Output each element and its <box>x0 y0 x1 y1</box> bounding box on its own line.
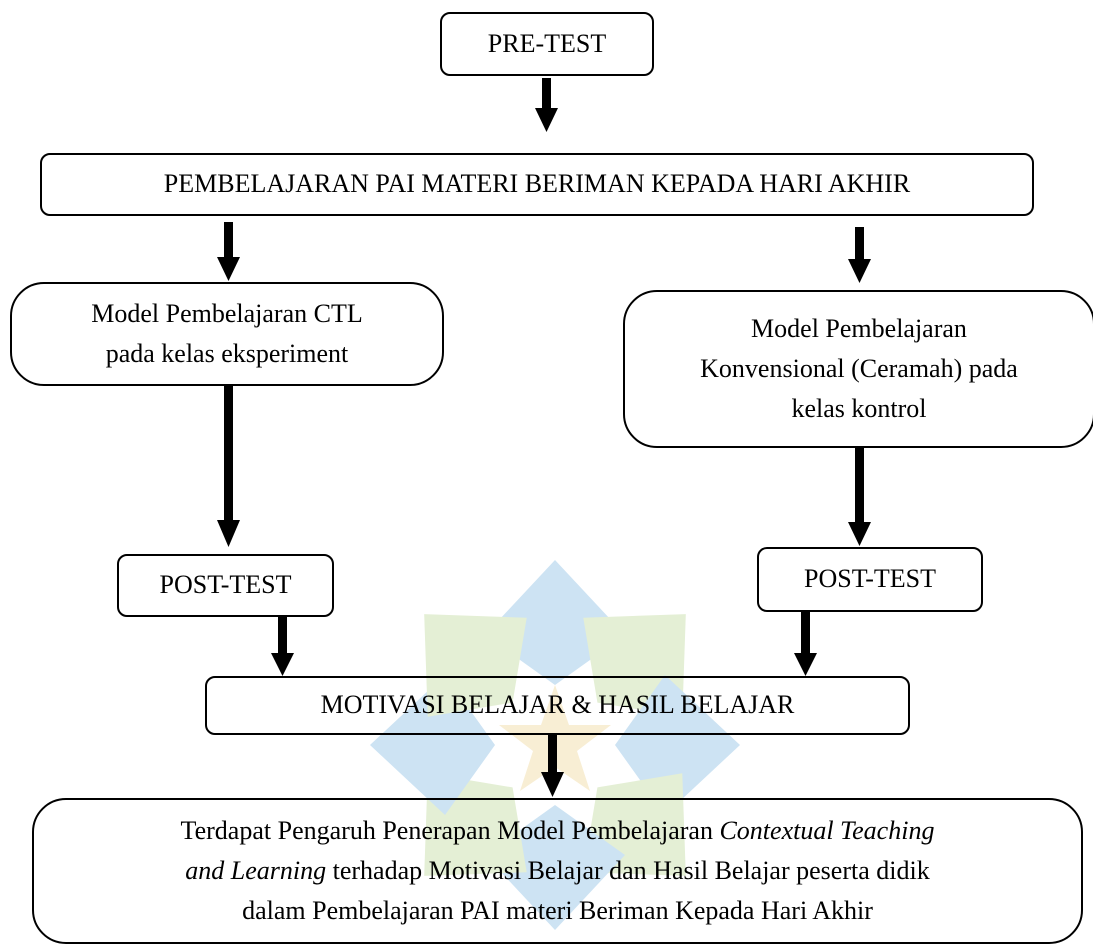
arrow-posttest-right-to-motivasi <box>794 612 817 676</box>
arrow-konvensional-to-posttest-right <box>848 448 871 546</box>
konvensional-line-2: Konvensional (Ceramah) pada <box>700 353 1018 383</box>
motivasi-box: MOTIVASI BELAJAR & HASIL BELAJAR <box>205 676 910 735</box>
posttest-right-box: POST-TEST <box>757 547 983 612</box>
conclusion-line-2: and Learning terhadap Motivasi Belajar d… <box>181 851 935 891</box>
konvensional-line-1: Model Pembelajaran <box>751 313 967 343</box>
posttest-left-box: POST-TEST <box>117 554 334 617</box>
ctl-line-2: pada kelas eksperiment <box>105 339 349 368</box>
conclusion-line-1: Terdapat Pengaruh Penerapan Model Pembel… <box>181 811 935 851</box>
posttest-left-label: POST-TEST <box>159 570 292 600</box>
conclusion-line-1-b: Contextual Teaching <box>719 815 935 845</box>
arrow-posttest-left-to-motivasi <box>271 617 294 676</box>
arrow-pembelajaran-to-konvensional <box>848 227 871 283</box>
pembelajaran-label: PEMBELAJARAN PAI MATERI BERIMAN KEPADA H… <box>163 169 911 199</box>
conclusion-line-2-b: terhadap Motivasi Belajar dan Hasil Bela… <box>326 855 930 885</box>
arrow-motivasi-to-conclusion <box>541 735 564 797</box>
arrow-pembelajaran-to-ctl <box>217 222 240 281</box>
arrow-ctl-to-posttest-left <box>217 386 240 547</box>
conclusion-line-1-a: Terdapat Pengaruh Penerapan Model Pembel… <box>180 815 720 845</box>
arrow-pretest-to-pembelajaran <box>535 78 558 132</box>
ctl-model-box: Model Pembelajaran CTL pada kelas eksper… <box>10 282 444 386</box>
conclusion-line-2-a: and Learning <box>185 855 327 885</box>
pembelajaran-box: PEMBELAJARAN PAI MATERI BERIMAN KEPADA H… <box>40 153 1034 216</box>
conclusion-box: Terdapat Pengaruh Penerapan Model Pembel… <box>32 798 1083 944</box>
motivasi-label: MOTIVASI BELAJAR & HASIL BELAJAR <box>320 690 795 720</box>
conclusion-line-3: dalam Pembelajaran PAI materi Beriman Ke… <box>242 896 873 926</box>
pretest-box: PRE-TEST <box>440 12 654 76</box>
konvensional-line-3: kelas kontrol <box>791 394 927 424</box>
ctl-line-1: Model Pembelajaran CTL <box>91 298 363 328</box>
pretest-label: PRE-TEST <box>487 28 607 58</box>
konvensional-model-box: Model Pembelajaran Konvensional (Ceramah… <box>623 290 1093 448</box>
posttest-right-label: POST-TEST <box>804 564 936 594</box>
